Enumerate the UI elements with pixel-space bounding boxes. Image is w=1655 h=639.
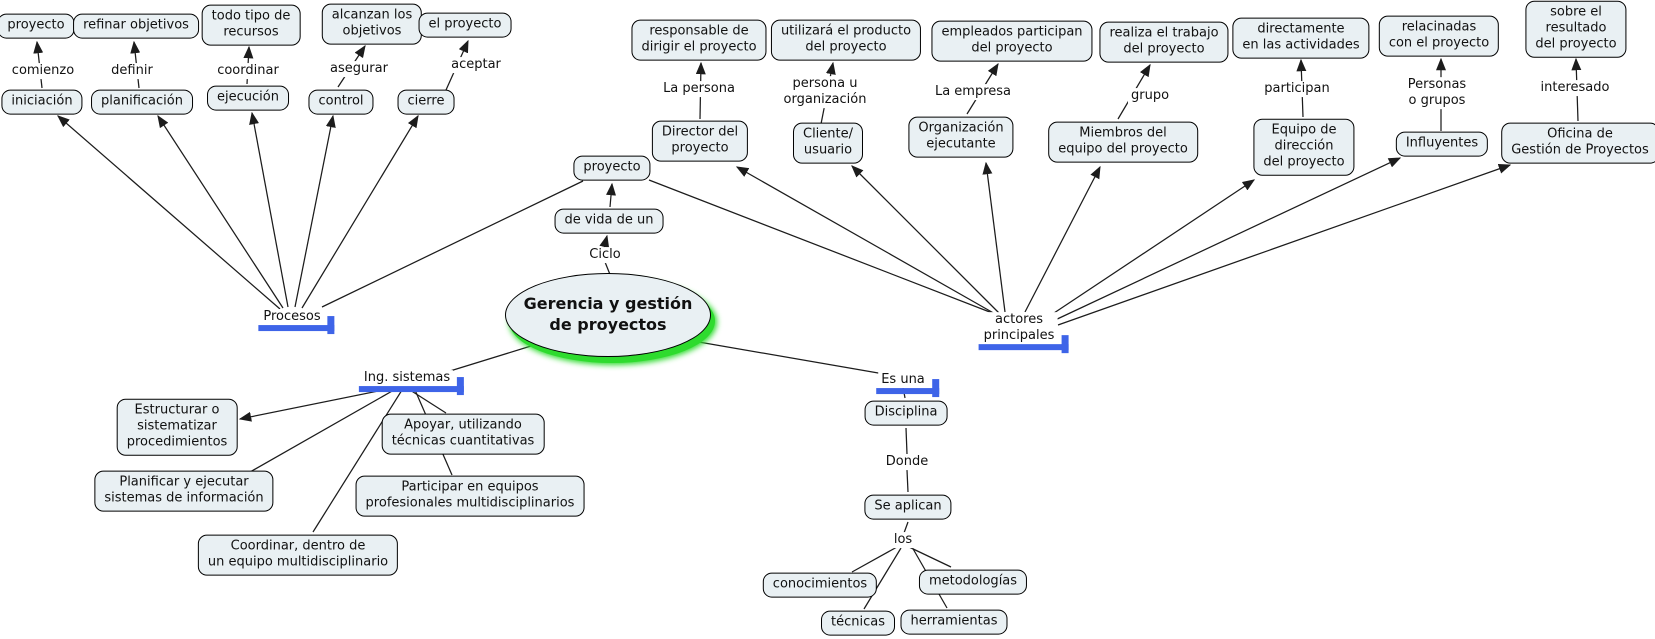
label-es-una[interactable]: Es una [876, 372, 939, 397]
box-cierre[interactable]: cierre [397, 89, 455, 115]
box-proyecto-centro[interactable]: proyecto [573, 155, 651, 181]
box-proyecto-comienzo[interactable]: proyecto [0, 13, 75, 39]
box-oficina-gestion[interactable]: Oficina de Gestión de Proyectos [1501, 122, 1655, 164]
edge-line [249, 111, 289, 308]
label-definir[interactable]: definir [108, 63, 156, 79]
edge-line [851, 546, 898, 573]
label-asegurar[interactable]: asegurar [327, 61, 391, 77]
label-comienzo[interactable]: comienzo [8, 63, 78, 79]
label-personas-o-grupos[interactable]: Personas o grupos [1404, 77, 1470, 109]
box-control[interactable]: control [308, 89, 374, 115]
box-director-proyecto[interactable]: Director del proyecto [651, 120, 749, 162]
edge-line [903, 521, 909, 534]
label-la-empresa[interactable]: La empresa [931, 84, 1015, 100]
box-refinar-objetivos[interactable]: refinar objetivos [73, 13, 199, 39]
edge-line [1047, 179, 1256, 318]
edge-line [606, 182, 617, 208]
label-los[interactable]: los [890, 532, 916, 548]
label-coordinar[interactable]: coordinar [214, 63, 282, 79]
edge-line [249, 389, 395, 473]
box-apoyar-tecnicas[interactable]: Apoyar, utilizando técnicas cuantitativa… [381, 413, 545, 455]
label-grupo[interactable]: grupo [1127, 88, 1173, 104]
label-interesado[interactable]: interesado [1537, 80, 1613, 96]
box-estructurar[interactable]: Estructurar o sistematizar procedimiento… [116, 398, 238, 456]
label-persona-u-organizacion[interactable]: persona u organización [780, 76, 870, 108]
box-iniciacion[interactable]: iniciación [1, 89, 83, 115]
box-planificacion[interactable]: planificación [91, 89, 193, 115]
box-utilizara-producto[interactable]: utilizará el producto del proyecto [770, 19, 922, 61]
label-procesos[interactable]: Procesos [258, 309, 335, 334]
box-directamente-actividades[interactable]: directamente en las actividades [1232, 17, 1370, 59]
box-planificar-ejecutar[interactable]: Planificar y ejecutar sistemas de inform… [94, 470, 274, 512]
box-miembros-equipo[interactable]: Miembros del equipo del proyecto [1048, 121, 1198, 163]
label-aceptar[interactable]: aceptar [448, 57, 504, 73]
box-todo-tipo-recursos[interactable]: todo tipo de recursos [201, 4, 301, 46]
edge-line [906, 469, 909, 493]
edge-line [735, 166, 998, 316]
box-influyentes[interactable]: Influyentes [1395, 131, 1489, 157]
edge-line [301, 114, 419, 309]
box-responsable-dirigir[interactable]: responsable de dirigir el proyecto [631, 19, 767, 61]
edge-line [1024, 165, 1101, 313]
box-sobre-resultado[interactable]: sobre el resultado del proyecto [1525, 0, 1627, 58]
label-ing-sistemas[interactable]: Ing. sistemas [358, 370, 465, 395]
label-ciclo[interactable]: Ciclo [586, 247, 624, 263]
box-realiza-trabajo[interactable]: realiza el trabajo del proyecto [1099, 21, 1229, 63]
edge-line [1057, 164, 1512, 326]
box-relacinadas-proyecto[interactable]: relacinadas con el proyecto [1378, 15, 1500, 57]
edge-line [1052, 157, 1402, 322]
edge-line [908, 546, 952, 568]
box-se-aplican[interactable]: Se aplican [864, 494, 952, 520]
label-actores-principales[interactable]: actores principales [978, 312, 1069, 353]
edge-line [157, 114, 284, 309]
edge-line [692, 340, 885, 375]
box-ejecucion[interactable]: ejecución [207, 85, 289, 111]
label-la-persona[interactable]: La persona [660, 81, 738, 97]
edge-line [851, 165, 1001, 315]
edge-line [982, 161, 1006, 313]
box-disciplina[interactable]: Disciplina [864, 400, 948, 426]
edge-line [238, 388, 389, 422]
edge-line [599, 234, 610, 249]
box-conocimientos[interactable]: conocimientos [762, 572, 878, 598]
edge-line [294, 114, 336, 308]
edge-line [57, 115, 281, 310]
label-donde[interactable]: Donde [882, 454, 932, 470]
root-concept[interactable]: Gerencia y gestión de proyectos [505, 273, 711, 357]
edge-line [863, 547, 902, 610]
box-cliente-usuario[interactable]: Cliente/ usuario [792, 122, 864, 164]
box-tecnicas[interactable]: técnicas [821, 610, 895, 636]
box-metodologias[interactable]: metodologías [918, 569, 1028, 595]
box-organizacion-ejecutante[interactable]: Organización ejecutante [908, 116, 1014, 158]
box-herramientas[interactable]: herramientas [900, 609, 1008, 635]
box-equipo-direccion[interactable]: Equipo de dirección del proyecto [1253, 118, 1355, 176]
label-participan[interactable]: participan [1261, 81, 1333, 97]
box-empleados-participan[interactable]: empleados participan del proyecto [931, 20, 1093, 62]
edge-line [449, 345, 532, 372]
box-participar-equipos[interactable]: Participar en equipos profesionales mult… [355, 475, 585, 517]
box-alcanzan-objetivos[interactable]: alcanzan los objetivos [321, 3, 423, 45]
edge-line [321, 180, 584, 308]
box-coordinar-equipo[interactable]: Coordinar, dentro de un equipo multidisc… [197, 534, 399, 576]
box-el-proyecto[interactable]: el proyecto [418, 12, 512, 38]
edge-line [648, 179, 1001, 317]
edge-line [905, 427, 908, 455]
box-de-vida-de-un[interactable]: de vida de un [554, 208, 664, 234]
